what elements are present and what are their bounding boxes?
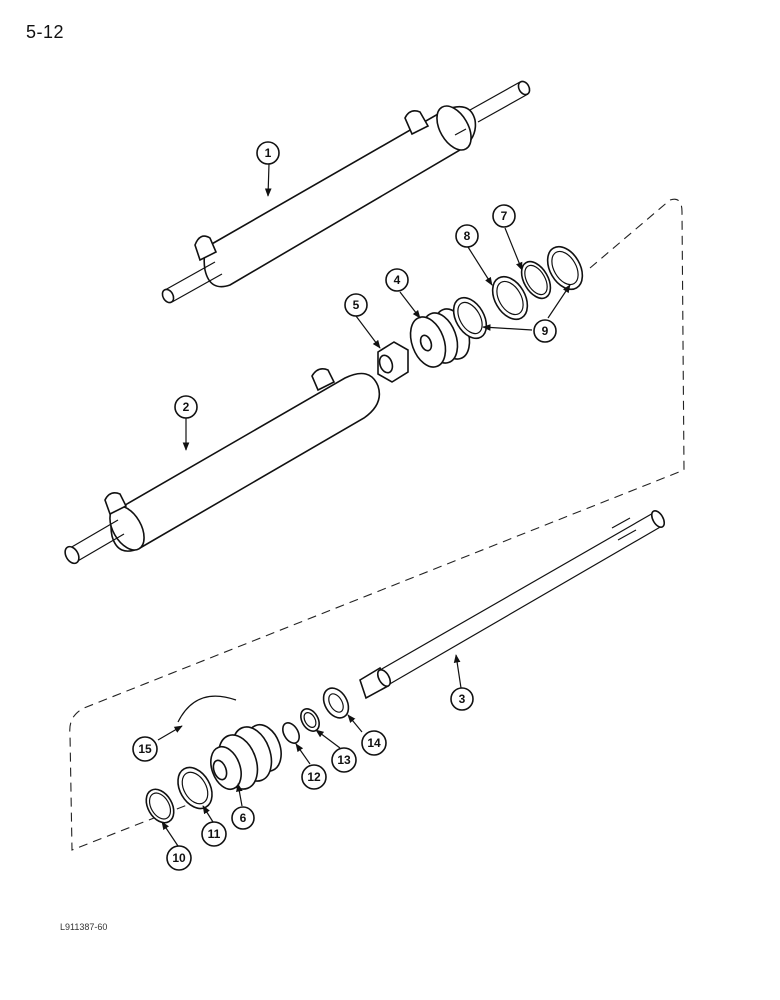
- retaining-wire: [177, 695, 237, 723]
- seal-ring-9a: [452, 296, 488, 340]
- callout-label: 1: [265, 146, 272, 160]
- callout-label: 15: [138, 742, 152, 756]
- figure-code: L911387-60: [60, 922, 108, 932]
- callout-label: 13: [337, 753, 351, 767]
- callout-13: 13: [331, 747, 357, 773]
- cylinder-assembly: [161, 80, 531, 304]
- callout-label: 5: [353, 298, 360, 312]
- page-number: 5-12: [26, 22, 65, 42]
- callout-3: 3: [450, 687, 474, 711]
- ring-12: [282, 722, 300, 744]
- callout-label: 7: [501, 209, 508, 223]
- callout-15: 15: [132, 736, 158, 762]
- callout-7: 7: [492, 204, 516, 228]
- callout-label: 2: [183, 400, 190, 414]
- callout-label: 3: [459, 692, 466, 706]
- callout-label: 4: [394, 273, 401, 287]
- callout-11: 11: [201, 821, 227, 847]
- cylinder-barrel: [64, 368, 381, 565]
- callout-label: 9: [542, 324, 549, 338]
- assembly-dashed-outline: [69, 198, 685, 851]
- ring-10: [145, 788, 175, 824]
- callout-1: 1: [256, 141, 280, 165]
- callout-label: 12: [307, 770, 321, 784]
- piston-rod: [359, 510, 666, 700]
- callout-14: 14: [361, 730, 387, 756]
- callout-6: 6: [231, 806, 255, 830]
- callout-10: 10: [166, 845, 192, 871]
- callout-4: 4: [385, 268, 409, 292]
- callout-label: 8: [464, 229, 471, 243]
- seal-ring-8: [491, 275, 529, 321]
- callout-5: 5: [344, 293, 368, 317]
- nut: [377, 341, 409, 383]
- callout-label: 10: [172, 851, 186, 865]
- callout-8: 8: [455, 224, 479, 248]
- callout-label: 11: [208, 827, 221, 841]
- callout-label: 14: [367, 736, 381, 750]
- seal-ring-9b: [546, 245, 584, 291]
- leader-lines: [157, 163, 571, 847]
- gland: [210, 723, 282, 791]
- callout-2: 2: [174, 395, 198, 419]
- callout-9: 9: [533, 319, 557, 343]
- wiper-14: [322, 687, 350, 719]
- callout-12: 12: [301, 764, 327, 790]
- ring-13: [300, 708, 320, 732]
- callout-label: 6: [240, 811, 247, 825]
- seal-ring-7: [520, 260, 552, 300]
